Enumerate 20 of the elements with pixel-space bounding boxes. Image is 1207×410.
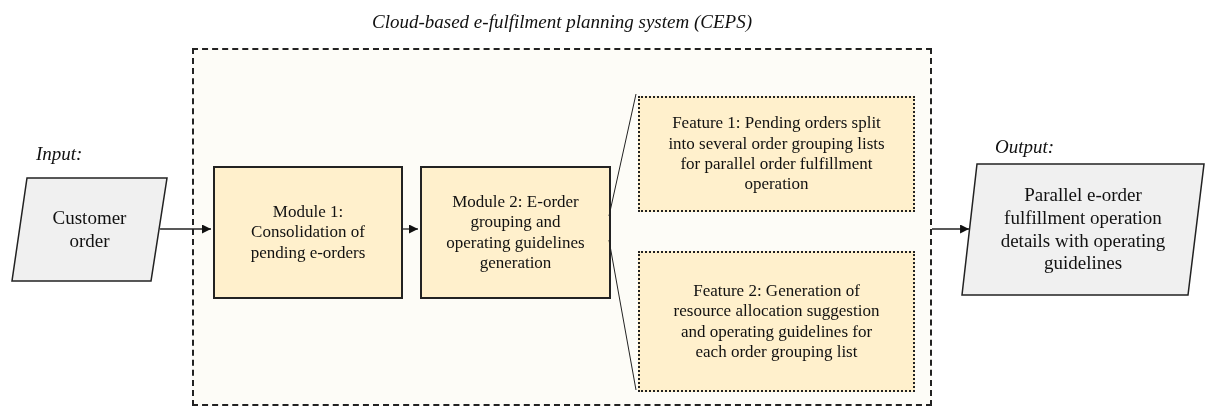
data-parallelogram xyxy=(961,163,1205,296)
io-label: Output: xyxy=(995,135,1055,159)
connector-line xyxy=(608,239,637,391)
connector-line xyxy=(608,93,637,217)
io-label: Input: xyxy=(36,142,83,166)
arrow xyxy=(159,224,212,234)
arrow xyxy=(400,224,419,234)
node-label: Module 1: Consolidation of pending e-orders xyxy=(249,201,367,264)
node-label: Feature 1: Pending orders split into several order grouping lists for parallel order fulfillment operation xyxy=(668,113,885,195)
node-label: Feature 2: Generation of resource allocation suggestion and operating guidelines for each order grouping list xyxy=(672,280,881,363)
system-title: Cloud-based e-fulfilment planning system (CEPS) xyxy=(371,10,753,34)
node-label: Module 2: E-order grouping and operating guidelines generation xyxy=(446,191,585,274)
data-parallelogram xyxy=(11,177,168,282)
arrow xyxy=(931,224,970,234)
feature-box xyxy=(638,251,915,392)
feature-box xyxy=(638,96,915,212)
module-box xyxy=(420,166,611,299)
module-box xyxy=(213,166,403,299)
node-label: Customer order xyxy=(51,206,128,253)
node-label: Parallel e-order fulfillment operation details with operating guidelines xyxy=(999,183,1167,276)
